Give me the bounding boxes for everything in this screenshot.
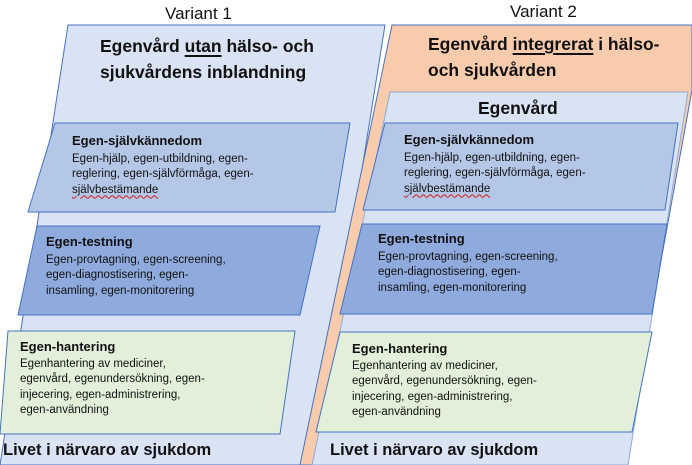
text-line: egen-diagnostisering, egen-	[378, 266, 521, 279]
text-line: insamling, egen-monitorering	[378, 281, 527, 294]
variant2-section-text-self-management: Egenhantering av mediciner, egenvård, eg…	[352, 359, 537, 420]
text-line: självbestämande	[72, 183, 159, 196]
variant1-section-text-self-knowledge: Egen-hjälp, egen-utbildning, egen- regle…	[72, 152, 254, 198]
text-line: injecering, egen-administrering,	[352, 390, 513, 403]
variant1-heading-line2: sjukvårdens inblandning	[100, 62, 307, 82]
text-line: egenvård, egenundersökning, egen-	[20, 373, 205, 386]
variant1-section-title-self-testing: Egen-testning	[46, 234, 133, 249]
variant2-section-title-self-management: Egen-hantering	[352, 341, 448, 356]
variant1-section-title-self-knowledge: Egen-självkännedom	[72, 133, 203, 148]
text-line: självbestämande	[404, 182, 491, 195]
text-line: insamling, egen-monitorering	[46, 284, 195, 297]
variant2-label: Variant 2	[510, 2, 577, 21]
variant2-section-text-self-knowledge: Egen-hjälp, egen-utbildning, egen- regle…	[404, 151, 586, 197]
variant1-heading: Egenvård utan hälso- och sjukvårdens inb…	[100, 33, 314, 85]
variant2-heading-post: i hälso-	[593, 34, 660, 54]
text-line: egen-användning	[20, 403, 109, 416]
variant1-label: Variant 1	[165, 4, 232, 23]
text-line: reglering, egen-självförmåga, egen-	[72, 168, 254, 181]
variant1-section-title-self-management: Egen-hantering	[20, 339, 116, 354]
variant1-bottom-caption: Livet i närvaro av sjukdom	[3, 441, 212, 459]
text-line: Egen-hjälp, egen-utbildning, egen-	[72, 153, 248, 165]
variant1-section-text-self-testing: Egen-provtagning, egen-screening, egen-d…	[46, 253, 226, 299]
variant2-bottom-caption: Livet i närvaro av sjukdom	[330, 441, 539, 459]
variant1-heading-emphasis: utan	[184, 36, 222, 56]
variant2-box-self-knowledge	[362, 122, 679, 211]
variant2-box-self-testing	[339, 223, 668, 315]
text-line: reglering, egen-självförmåga, egen-	[404, 167, 586, 180]
variant2-heading-emphasis: integrerat	[512, 34, 594, 54]
variant2-heading-pre: Egenvård	[428, 34, 513, 54]
variant2-section-text-self-testing: Egen-provtagning, egen-screening, egen-d…	[378, 250, 558, 296]
variant2-box-self-management	[315, 331, 653, 433]
text-line: Egen-hjälp, egen-utbildning, egen-	[404, 152, 580, 164]
variant1-box-self-testing	[17, 225, 321, 316]
text-line: Egenhantering av mediciner,	[352, 360, 498, 372]
text-line: egen-användning	[352, 405, 441, 418]
variant1-heading-pre: Egenvård	[100, 36, 185, 56]
text-line: egen-diagnostisering, egen-	[46, 269, 189, 282]
variant2-section-title-self-testing: Egen-testning	[378, 231, 465, 246]
variant1-box-self-management	[0, 330, 296, 435]
text-line: Egenhantering av mediciner,	[20, 358, 166, 370]
variant2-section-title-self-knowledge: Egen-självkännedom	[404, 132, 535, 147]
variant2-heading-line2: och sjukvården	[428, 60, 557, 80]
variant2-inner-heading: Egenvård	[478, 98, 558, 118]
text-line: injecering, egen-administrering,	[20, 388, 181, 401]
text-line: Egen-provtagning, egen-screening,	[46, 254, 226, 266]
variant2-heading: Egenvård integrerat i hälso- och sjukvår…	[428, 31, 659, 83]
text-line: Egen-provtagning, egen-screening,	[378, 251, 558, 263]
variant1-section-text-self-management: Egenhantering av mediciner, egenvård, eg…	[20, 357, 205, 418]
variant1-box-self-knowledge	[27, 122, 351, 213]
text-line: egenvård, egenundersökning, egen-	[352, 375, 537, 388]
variant1-heading-post: hälso- och	[221, 36, 314, 56]
